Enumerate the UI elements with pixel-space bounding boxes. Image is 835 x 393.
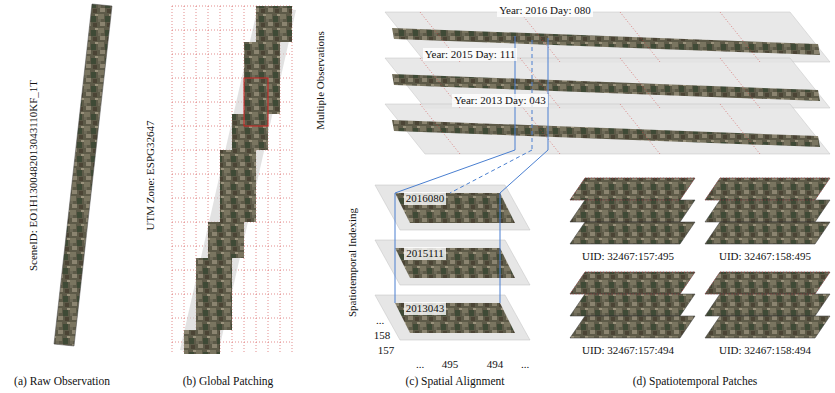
plane-grid — [720, 58, 760, 108]
staircase-patches — [196, 258, 232, 294]
subcaption: (b) Global Patching — [183, 375, 274, 388]
aligned-stack — [375, 185, 530, 340]
patch-stacks — [570, 294, 695, 316]
observation-date: Year: 2015 Day: 111 — [423, 48, 518, 61]
patch-stacks — [705, 316, 830, 338]
highlight-patch — [244, 78, 268, 126]
patch-uid: UID: 32467:157:495 — [582, 250, 674, 263]
patch-footprint — [180, 6, 296, 354]
plane-grid — [620, 104, 660, 154]
staircase-patches — [256, 6, 292, 42]
patch-stacks — [570, 178, 695, 200]
patch-outline — [570, 178, 695, 200]
scene-id: SceneID: EO1H1300482013043110KF_1T — [28, 79, 41, 270]
patch-stacks — [570, 222, 695, 244]
alignment-lines — [395, 193, 396, 303]
staircase-patches — [184, 330, 220, 354]
staircase-patches — [208, 222, 244, 258]
staircase-patches — [196, 294, 232, 330]
staircase-patches — [184, 6, 292, 354]
observation-planes — [385, 12, 830, 62]
observation-planes — [392, 120, 820, 147]
row-index: 158 — [374, 329, 391, 342]
patch-stacks — [705, 178, 830, 200]
utm-grid — [172, 6, 173, 354]
patch-uid: UID: 32467:158:495 — [719, 250, 811, 263]
patch-stacks — [705, 294, 830, 316]
patch-uid: UID: 32467:158:494 — [719, 344, 811, 357]
plane-grid — [620, 58, 660, 108]
raw-strip — [54, 4, 112, 346]
patch-stacks — [570, 178, 830, 338]
plane-grid — [720, 12, 760, 62]
patch-outline — [705, 272, 830, 294]
alignment-lines — [500, 193, 501, 303]
alignment-lines — [500, 150, 548, 193]
staircase-patches — [220, 150, 256, 186]
staircase-patches — [244, 42, 280, 78]
raw-strip — [54, 4, 112, 346]
subcaption: (d) Spatiotemporal Patches — [633, 375, 758, 388]
section-label: Spatiotemporal Indexing — [347, 207, 360, 316]
plane-grid — [520, 104, 560, 154]
observation-planes — [385, 58, 830, 108]
observation-date: Year: 2013 Day: 043 — [452, 94, 547, 107]
alignment-lines — [395, 150, 515, 193]
alignment-lines — [450, 150, 532, 193]
patch-footprint — [180, 6, 296, 354]
column-index: ... — [521, 358, 529, 371]
patch-uid: UID: 32467:157:494 — [582, 344, 674, 357]
patch-outline — [705, 178, 830, 200]
observation-date: Year: 2016 Day: 080 — [497, 4, 592, 17]
column-index: 495 — [442, 358, 459, 371]
plane-grid — [720, 104, 760, 154]
utm-grid — [292, 6, 293, 354]
plane-grid — [420, 12, 760, 154]
column-index: 494 — [487, 358, 504, 371]
patch-stacks — [705, 200, 830, 222]
utm-grid — [172, 6, 292, 354]
time-index: 2013043 — [404, 302, 447, 315]
subcaption: (a) Raw Observation — [14, 375, 110, 388]
patch-outline — [570, 178, 830, 294]
staircase-patches — [244, 78, 280, 114]
aligned-stack — [375, 240, 530, 285]
observation-planes — [385, 12, 830, 154]
section-label: Multiple Observations — [314, 31, 327, 130]
patch-outline — [570, 272, 695, 294]
staircase-patches — [232, 114, 268, 150]
time-index: 2015111 — [404, 247, 446, 260]
observation-planes — [385, 104, 830, 154]
highlight-patch — [244, 78, 268, 126]
staircase-patches — [220, 186, 256, 222]
subcaption: (c) Spatial Alignment — [405, 375, 504, 388]
utm-zone: UTM Zone: ESPG32647 — [144, 120, 157, 230]
patch-stacks — [570, 200, 695, 222]
patch-stacks — [570, 316, 695, 338]
row-index: ... — [376, 314, 384, 327]
plane-grid — [620, 12, 660, 62]
plane-grid — [420, 104, 460, 154]
aligned-stack — [375, 295, 530, 340]
time-index: 2016080 — [404, 192, 447, 205]
row-index: 157 — [378, 344, 395, 357]
patch-stacks — [570, 272, 695, 294]
plane-grid — [520, 12, 560, 62]
utm-grid — [184, 6, 185, 354]
column-index: ... — [416, 358, 424, 371]
patch-stacks — [705, 222, 830, 244]
alignment-lines — [395, 36, 548, 303]
patch-stacks — [705, 272, 830, 294]
